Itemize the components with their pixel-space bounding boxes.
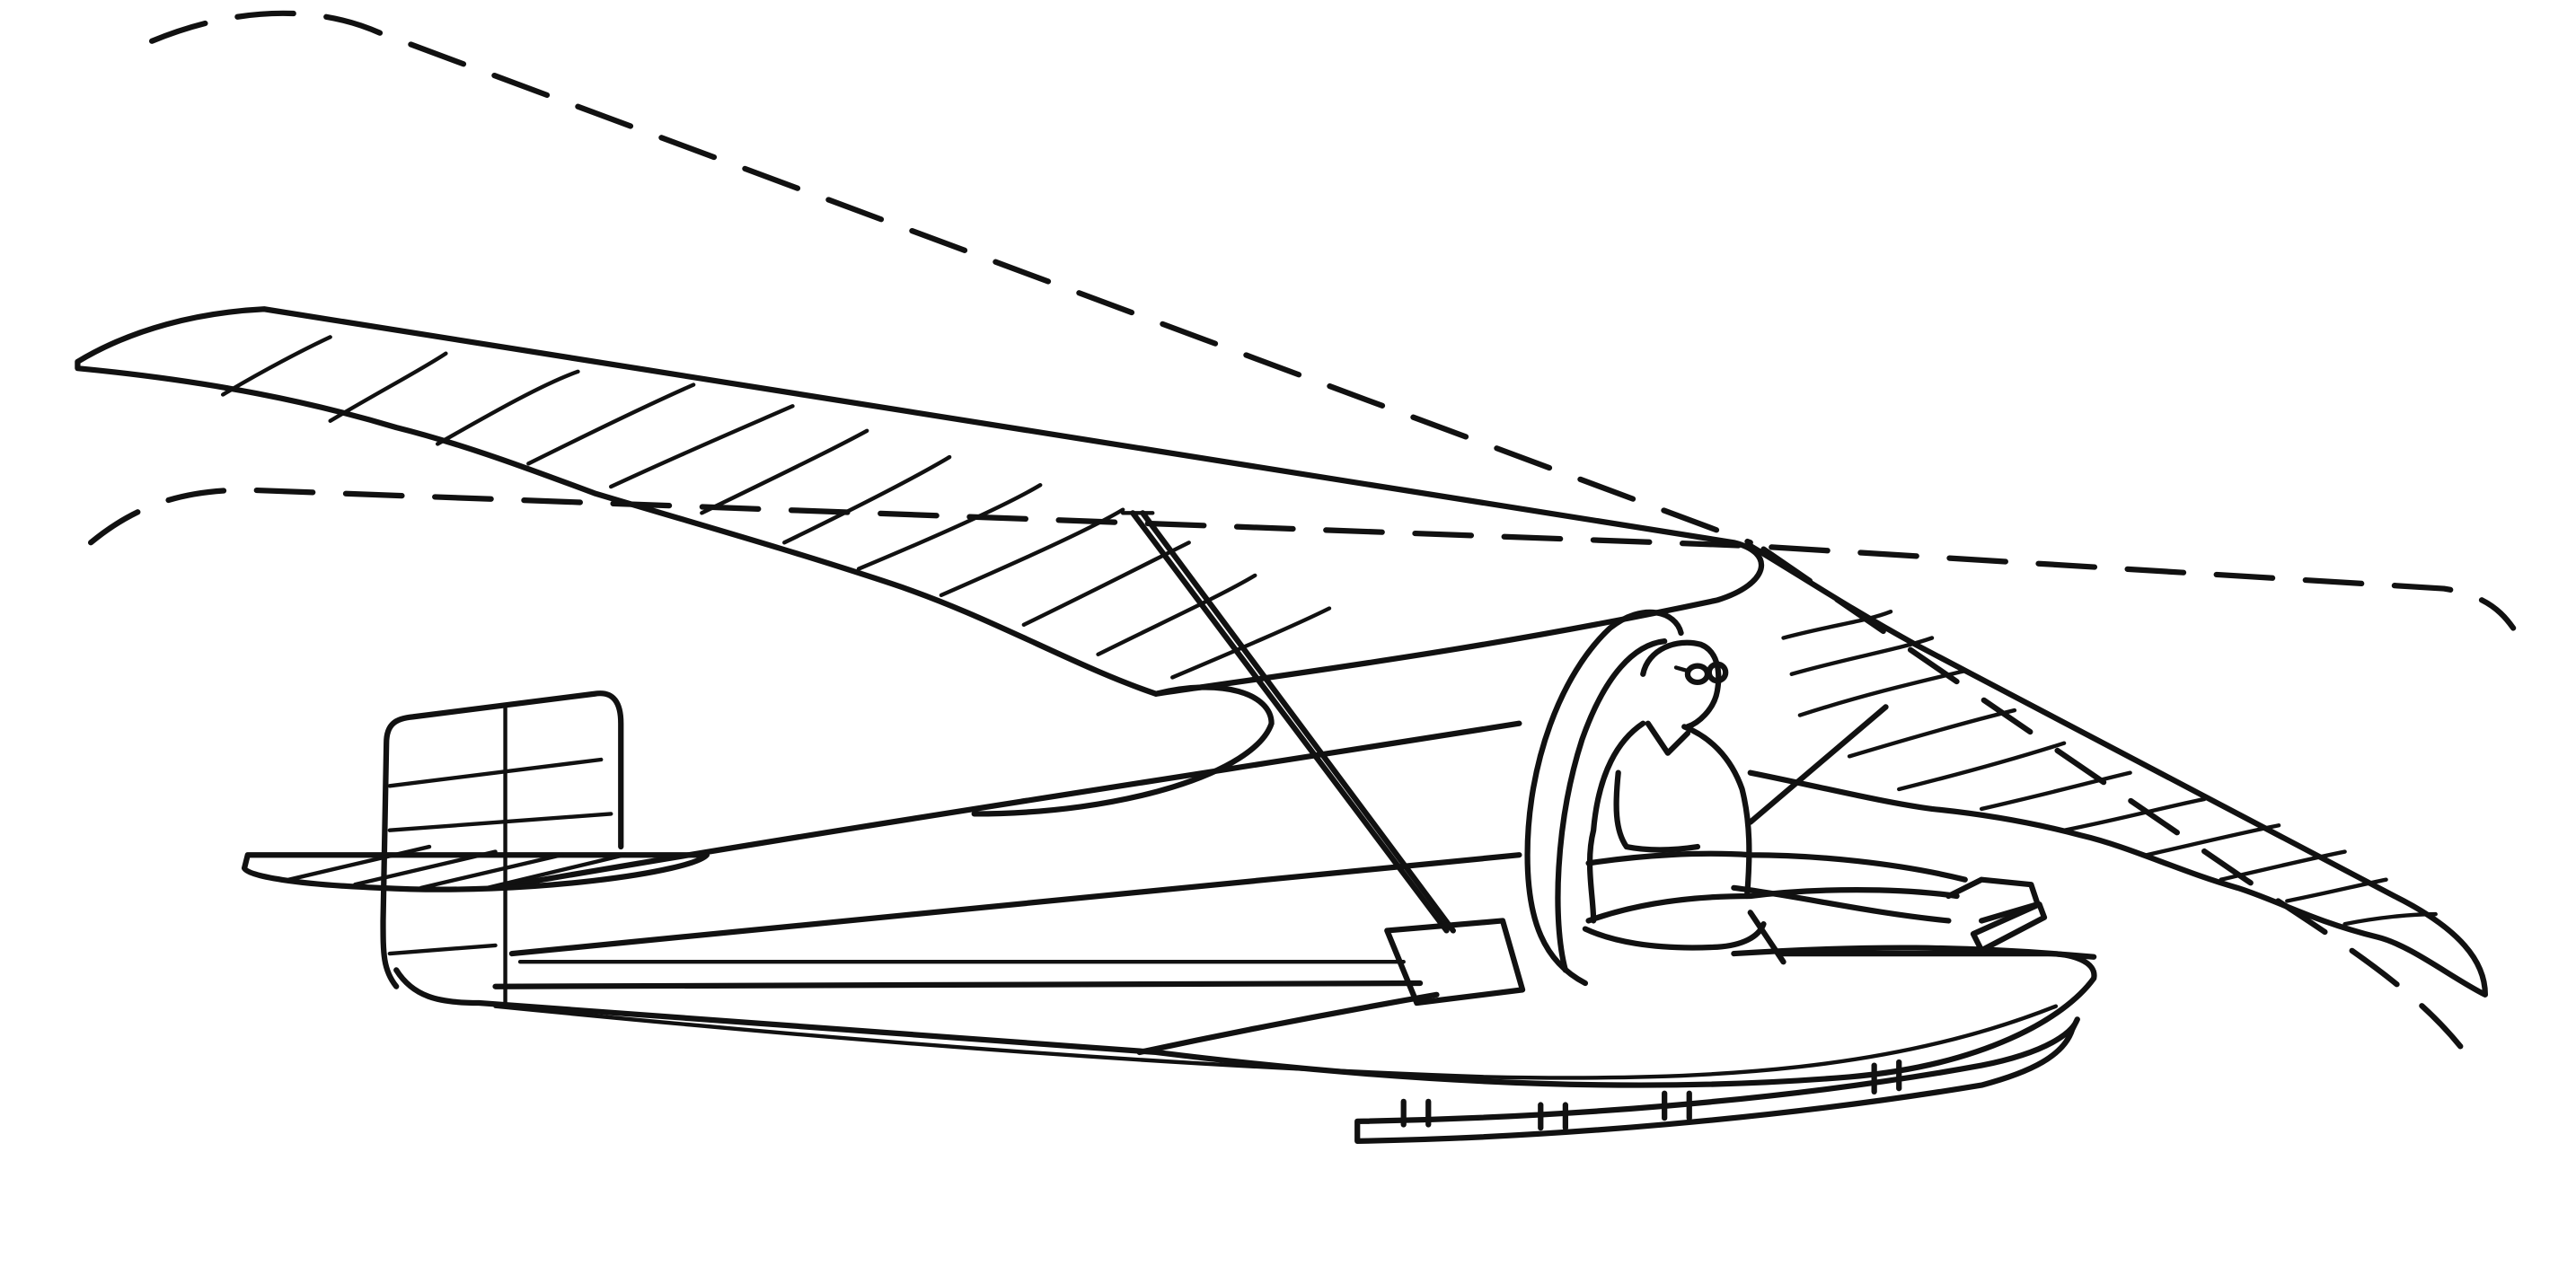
pilot bbox=[1524, 609, 2048, 987]
dashed-wing-outline-lower bbox=[87, 487, 2517, 631]
panel bbox=[1384, 918, 1526, 1007]
nose bbox=[1731, 884, 2097, 960]
left-wing bbox=[75, 306, 1765, 817]
dashed-wing-outline-right bbox=[1760, 546, 2480, 1072]
landing-skid bbox=[1354, 1016, 2080, 1144]
tail bbox=[241, 690, 710, 1006]
right-wing bbox=[1747, 542, 2489, 998]
left-wing-strut bbox=[1120, 510, 1456, 934]
fuselage bbox=[393, 720, 2097, 1088]
dashed-wing-outline-upper bbox=[149, 10, 1753, 546]
